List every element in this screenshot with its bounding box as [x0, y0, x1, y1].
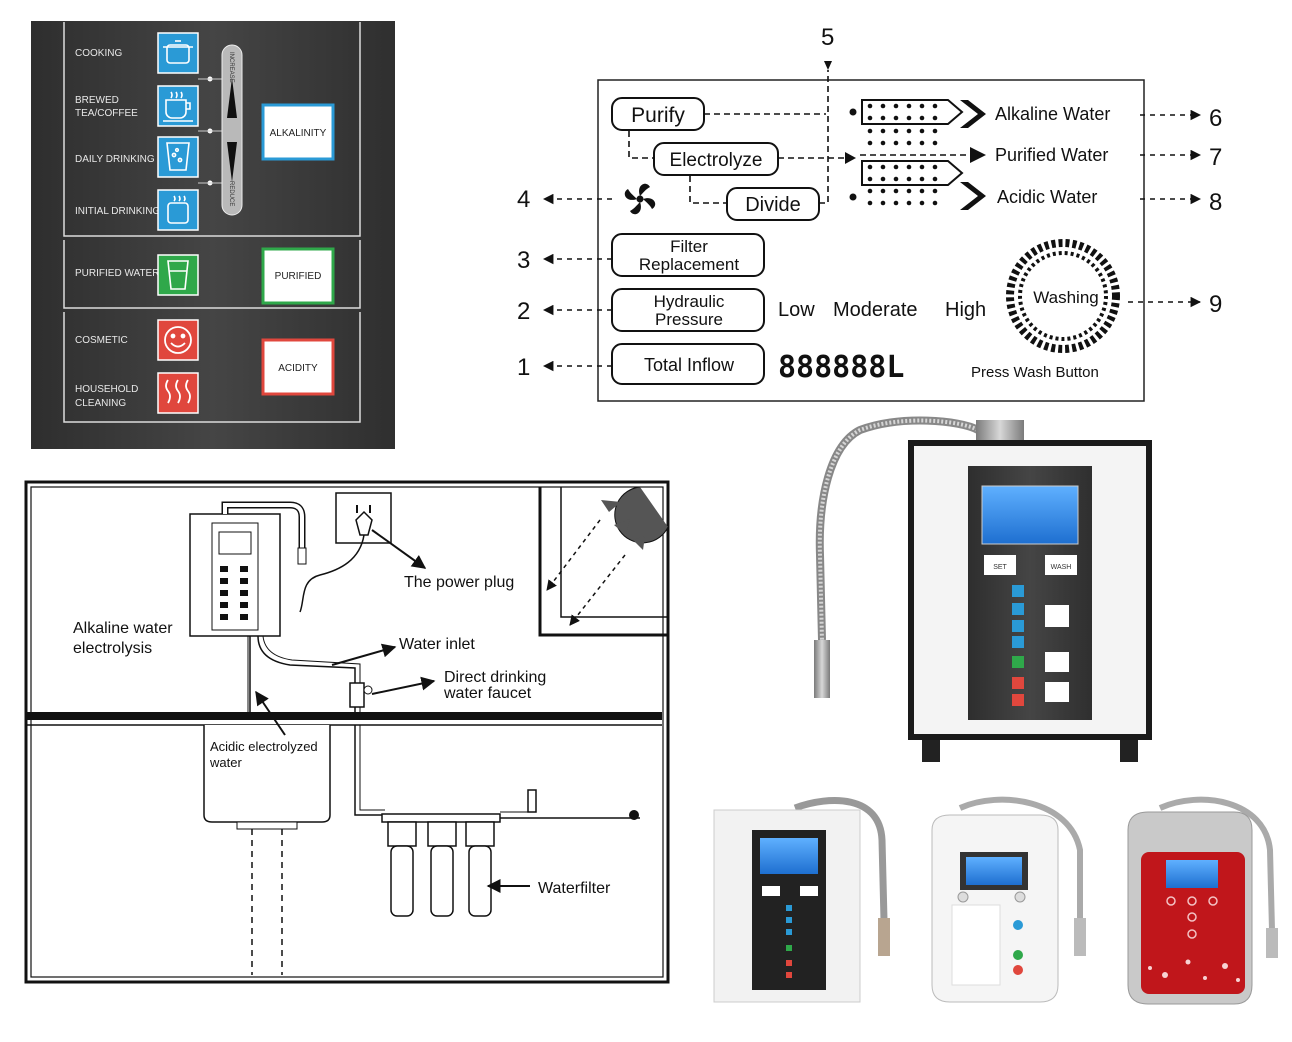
fan-icon	[624, 183, 656, 215]
row-label: CLEANING	[75, 398, 126, 409]
level-slider[interactable]: INCREASE REDUCE	[221, 44, 243, 216]
cosmetic-button[interactable]	[157, 319, 199, 361]
hydraulic-label-1: Hydraulic	[654, 292, 725, 311]
water-glass-icon	[167, 260, 189, 290]
acidity-label: ACIDITY	[278, 363, 318, 374]
alkalinity-button[interactable]: ALKALINITY	[261, 103, 335, 161]
total-inflow-label: Total Inflow	[644, 355, 735, 375]
row-daily: DAILY DRINKING	[75, 136, 199, 178]
alkalinity-label: ALKALINITY	[270, 128, 327, 139]
set-button[interactable]	[984, 555, 1016, 575]
faucet	[349, 682, 373, 708]
row-label: TEA/COFFEE	[75, 108, 138, 119]
acidic-label-1: Acidic electrolyzed	[210, 739, 318, 754]
callout-5: 5	[821, 24, 834, 51]
inflow-digits: 888888L	[778, 350, 904, 385]
product-small-white	[713, 797, 890, 1003]
faucet-label-1: Direct drinking	[444, 669, 546, 686]
household-button[interactable]	[157, 372, 199, 414]
purified-button[interactable]: PURIFIED	[261, 247, 335, 305]
set-label: SET	[993, 564, 1007, 571]
acidic-water-label: Acidic Water	[997, 187, 1097, 207]
sink	[203, 725, 331, 975]
window	[538, 486, 669, 637]
row-purified: PURIFIED WATER	[75, 254, 199, 296]
row-initial: INITIAL DRINKING	[75, 189, 199, 231]
row-cooking: COOKING	[75, 32, 199, 74]
water-filter	[381, 789, 537, 917]
alkaline-label-2: electrolysis	[73, 640, 152, 657]
lcd-diagram: Purify Electrolyze Divide	[517, 24, 1222, 402]
row-household: HOUSEHOLD CLEANING	[75, 372, 199, 414]
grid-dots	[867, 103, 938, 206]
pot-icon	[163, 40, 193, 64]
pressure-moderate: Moderate	[833, 299, 918, 321]
callout-3: 3	[517, 247, 530, 274]
lcd-screen	[981, 485, 1079, 545]
water-inlet-label: Water inlet	[399, 636, 475, 653]
product-small-silver	[931, 796, 1086, 1003]
product-large: SET WASH	[814, 416, 1152, 762]
filter-label-2: Replacement	[639, 255, 739, 274]
press-wash-label: Press Wash Button	[971, 364, 1099, 381]
divide-label: Divide	[745, 194, 801, 216]
row-cosmetic: COSMETIC	[75, 319, 199, 361]
reduce-label: REDUCE	[228, 181, 234, 206]
callout-2: 2	[517, 298, 530, 325]
callout-7: 7	[1209, 144, 1222, 171]
glass-icon	[166, 142, 190, 171]
row-label: PURIFIED WATER	[75, 268, 159, 279]
power-socket	[299, 492, 392, 613]
callout-4: 4	[517, 186, 530, 213]
installation-diagram: The power plug Alkaline water electrolys…	[24, 480, 670, 984]
wash-label: WASH	[1051, 564, 1072, 571]
washing-label: Washing	[1033, 288, 1099, 307]
smiley-icon	[164, 326, 192, 354]
hydraulic-label-2: Pressure	[655, 310, 723, 329]
row-label: HOUSEHOLD	[75, 384, 138, 395]
callout-8: 8	[1209, 189, 1222, 216]
faucet-label-2: water faucet	[443, 685, 532, 702]
purified-label: PURIFIED	[275, 271, 322, 282]
tea-button[interactable]	[157, 85, 199, 127]
row-label: COSMETIC	[75, 335, 128, 346]
purified-water-label: Purified Water	[995, 145, 1108, 165]
row-label: DAILY DRINKING	[75, 154, 155, 165]
row-tea: BREWED TEA/COFFEE	[75, 85, 199, 127]
steam-icon	[165, 379, 191, 404]
alkaline-water-label: Alkaline Water	[995, 104, 1110, 124]
control-panel: COOKING BREWED TEA/COFFEE DAILY DRINKING…	[31, 21, 395, 449]
bottle-icon	[167, 195, 189, 224]
cooking-button[interactable]	[157, 32, 199, 74]
row-label: COOKING	[75, 48, 122, 59]
electrolyze-label: Electrolyze	[670, 150, 763, 171]
acidic-label-2: water	[209, 755, 242, 770]
row-label: BREWED	[75, 95, 119, 106]
row-label: INITIAL DRINKING	[75, 206, 160, 217]
cup-icon	[163, 91, 193, 122]
ionizer-unit-drawing	[189, 501, 361, 712]
power-plug-label: The power plug	[404, 574, 514, 591]
acidity-button[interactable]: ACIDITY	[261, 338, 335, 396]
initial-button[interactable]	[157, 189, 199, 231]
electrode-grid	[849, 99, 964, 201]
pressure-low: Low	[778, 299, 815, 321]
increase-label: INCREASE	[228, 52, 234, 83]
callout-1: 1	[517, 354, 530, 381]
washing-indicator: Washing	[1006, 239, 1120, 353]
callout-9: 9	[1209, 291, 1222, 318]
alkaline-label-1: Alkaline water	[73, 620, 173, 637]
product-small-red	[1127, 796, 1278, 1005]
wash-button[interactable]	[1045, 555, 1077, 575]
purify-label: Purify	[631, 104, 685, 127]
pressure-high: High	[945, 299, 986, 321]
callout-6: 6	[1209, 105, 1222, 132]
waterfilter-label: Waterfilter	[538, 880, 611, 897]
filter-label-1: Filter	[670, 237, 708, 256]
